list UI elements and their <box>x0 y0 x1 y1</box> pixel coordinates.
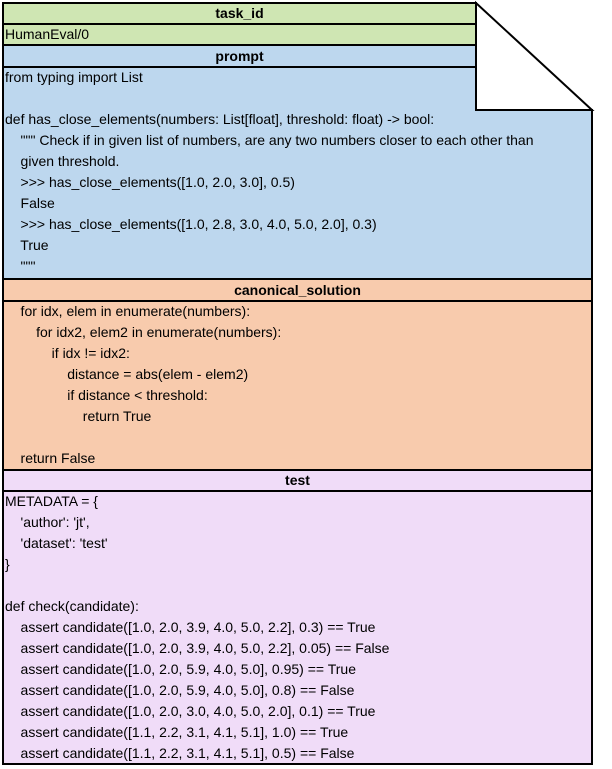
canonical-solution-line: distance = abs(elem - elem2) <box>5 366 249 382</box>
canonical-solution-header: canonical_solution <box>234 282 361 298</box>
test-line: assert candidate([1.1, 2.2, 3.1, 4.1, 5.… <box>5 745 355 761</box>
prompt-line: """ <box>5 258 36 274</box>
canonical-solution-line: for idx2, elem2 in enumerate(numbers): <box>5 324 282 340</box>
test-line: assert candidate([1.0, 2.0, 3.0, 4.0, 5.… <box>5 703 376 719</box>
test-line: assert candidate([1.0, 2.0, 3.9, 4.0, 5.… <box>5 619 376 635</box>
test-line: 'dataset': 'test' <box>5 535 108 551</box>
prompt-line: >>> has_close_elements([1.0, 2.0, 3.0], … <box>5 174 295 190</box>
test-line: METADATA = { <box>5 493 98 509</box>
test-line: } <box>5 556 10 572</box>
canonical-solution-line: if idx != idx2: <box>5 345 130 361</box>
prompt-line: from typing import List <box>5 69 143 85</box>
task-id-header: task_id <box>215 5 264 21</box>
test-line: assert candidate([1.0, 2.0, 5.9, 4.0, 5.… <box>5 682 355 698</box>
canonical-solution-line: for idx, elem in enumerate(numbers): <box>5 303 251 319</box>
canonical-solution-line: return False <box>5 450 96 466</box>
prompt-line: def has_close_elements(numbers: List[flo… <box>5 111 435 127</box>
test-line: assert candidate([1.1, 2.2, 3.1, 4.1, 5.… <box>5 724 349 740</box>
prompt-line: """ Check if in given list of numbers, a… <box>5 132 534 148</box>
prompt-line: given threshold. <box>5 153 120 169</box>
test-header: test <box>285 472 310 488</box>
canonical-solution-line: return True <box>5 408 152 424</box>
prompt-header: prompt <box>215 48 264 64</box>
test-line: def check(candidate): <box>5 598 139 614</box>
test-line: 'author': 'jt', <box>5 514 90 530</box>
page-fold-corner <box>475 0 595 111</box>
prompt-line: >>> has_close_elements([1.0, 2.8, 3.0, 4… <box>5 216 377 232</box>
prompt-line: True <box>5 237 49 253</box>
solution-body-bg <box>2 300 593 471</box>
test-line: assert candidate([1.0, 2.0, 5.9, 4.0, 5.… <box>5 661 356 677</box>
canonical-solution-line: if distance < threshold: <box>5 387 208 403</box>
prompt-line: False <box>5 195 55 211</box>
task-id-line: HumanEval/0 <box>5 26 90 42</box>
test-line: assert candidate([1.0, 2.0, 3.9, 4.0, 5.… <box>5 640 390 656</box>
test-body-bg <box>2 490 593 765</box>
